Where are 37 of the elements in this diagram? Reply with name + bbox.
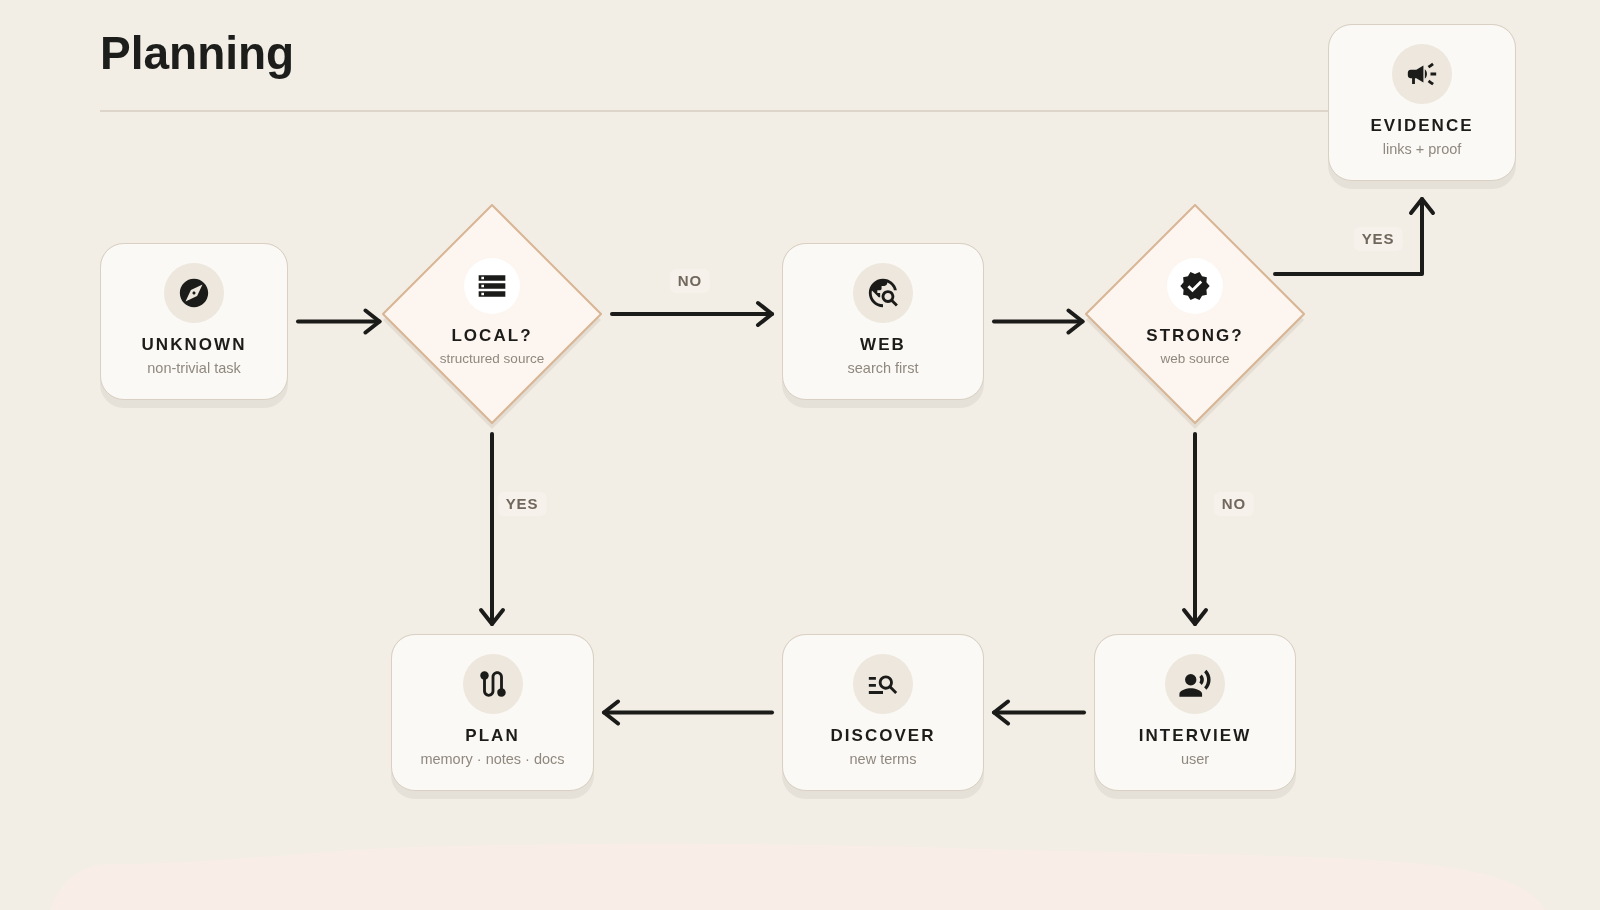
arrow [602,699,774,726]
node-subtitle: web source [1160,350,1230,368]
node-subtitle: links + proof [1382,140,1462,159]
node-title: PLAN [465,726,520,746]
node-title: UNKNOWN [141,335,247,355]
page-title: Planning [100,28,295,79]
process-box [100,243,288,408]
arrow [479,432,505,626]
arrow [992,699,1086,726]
decision-diamond [382,204,602,430]
node-title: DISCOVER [830,726,936,746]
arrow [296,308,382,335]
node-title: WEB [860,335,906,355]
process-box [782,243,984,408]
edge-label: YES [1353,227,1403,251]
node-title: STRONG? [1146,326,1244,346]
edge-label: NO [669,269,711,293]
arrow [1182,432,1208,626]
node-title: LOCAL? [451,326,533,346]
process-box [782,634,984,799]
node-title: INTERVIEW [1138,726,1252,746]
edge-label: NO [1213,492,1255,516]
arrow [610,301,774,327]
node-subtitle: new terms [849,750,917,769]
node-subtitle: structured source [439,350,545,368]
process-box [1328,24,1516,189]
process-box [1094,634,1296,799]
node-subtitle: user [1180,750,1210,769]
node-subtitle: non-trivial task [147,359,241,378]
arrow [1273,197,1435,276]
process-box [391,634,594,799]
node-subtitle: search first [847,359,919,378]
node-subtitle: memory · notes · docs [420,750,565,769]
arrow [992,308,1085,335]
node-title: EVIDENCE [1370,116,1474,136]
decision-diamond [1085,204,1305,430]
edge-label: YES [497,492,547,516]
